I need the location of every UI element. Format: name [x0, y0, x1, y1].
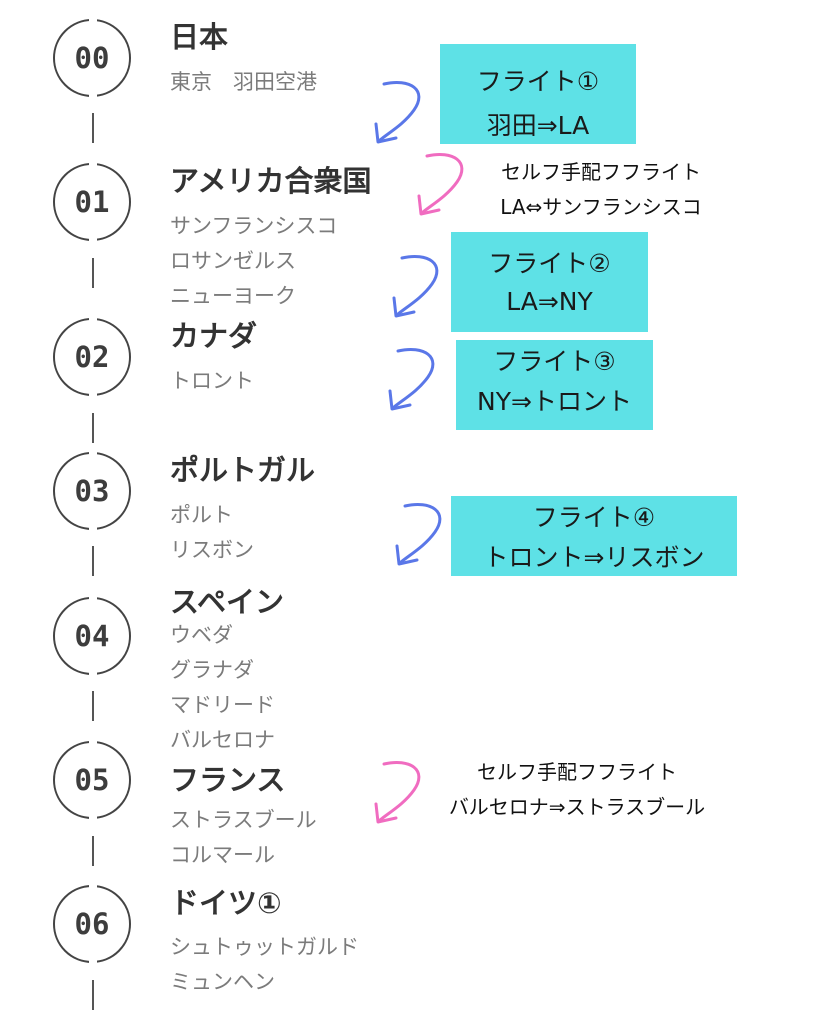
- self-flight-note: セルフ手配フフライト バルセロナ⇒ストラスブール: [418, 756, 736, 820]
- flight-route: 羽田⇒LA: [486, 111, 590, 140]
- flight-box: フライト④ トロント⇒リスボン: [451, 496, 737, 576]
- timeline-connector: [92, 691, 94, 721]
- country-name: スペイン: [170, 585, 284, 619]
- city-name: 東京 羽田空港: [170, 70, 317, 94]
- stop-number-badge: 04: [53, 596, 131, 676]
- timeline-connector: [92, 258, 94, 288]
- city-name: ポルト: [170, 503, 233, 527]
- timeline-connector: [92, 836, 94, 866]
- self-flight-route: LA⇔サンフランシスコ: [500, 195, 702, 219]
- flight-arrow-icon: [395, 503, 442, 566]
- flight-title: フライト④: [532, 503, 656, 532]
- city-name: シュトゥットガルド: [170, 935, 359, 959]
- country-name: カナダ: [170, 319, 258, 353]
- city-name: リスボン: [170, 538, 254, 562]
- stop-number-badge: 01: [53, 162, 131, 242]
- flight-arrow-icon: [388, 348, 435, 411]
- flight-box: フライト③ NY⇒トロント: [456, 340, 653, 430]
- flight-route: LA⇒NY: [506, 287, 593, 316]
- stop-number-badge: 03: [53, 451, 131, 531]
- city-name: ミュンヘン: [170, 970, 275, 994]
- timeline-connector: [92, 413, 94, 443]
- city-name: コルマール: [170, 843, 275, 867]
- city-name: グラナダ: [170, 658, 254, 682]
- country-name: フランス: [170, 763, 286, 797]
- stop-number-badge: 06: [53, 884, 131, 964]
- flight-title: フライト①: [476, 67, 600, 96]
- self-flight-route: バルセロナ⇒ストラスブール: [448, 795, 706, 819]
- city-name: ニューヨーク: [170, 284, 296, 308]
- timeline-connector: [92, 546, 94, 576]
- city-name: ストラスブール: [170, 808, 317, 832]
- city-name: ロサンゼルス: [170, 249, 296, 273]
- stop-number-badge: 05: [53, 740, 131, 820]
- city-name: ウベダ: [170, 623, 233, 647]
- stop-number-badge: 00: [53, 18, 131, 98]
- city-name: トロント: [170, 369, 254, 393]
- flight-title: フライト②: [488, 249, 611, 278]
- self-flight-arrow-icon: [417, 153, 464, 216]
- self-flight-title: セルフ手配フフライト: [501, 160, 701, 184]
- self-flight-note: セルフ手配フフライト LA⇔サンフランシスコ: [470, 156, 732, 220]
- country-name: 日本: [170, 20, 229, 54]
- flight-box: フライト② LA⇒NY: [451, 232, 648, 332]
- city-name: サンフランシスコ: [170, 214, 338, 238]
- flight-route: トロント⇒リスボン: [483, 543, 705, 572]
- country-name: ドイツ①: [170, 886, 282, 920]
- city-name: マドリード: [170, 693, 275, 717]
- flight-arrow-icon: [392, 255, 439, 318]
- city-name: バルセロナ: [170, 728, 275, 752]
- flight-title: フライト③: [493, 347, 616, 376]
- timeline-connector: [92, 113, 94, 143]
- flight-box: フライト① 羽田⇒LA: [440, 44, 636, 144]
- flight-arrow-icon: [374, 81, 421, 144]
- self-flight-arrow-icon: [374, 761, 421, 824]
- country-name: アメリカ合衆国: [170, 164, 372, 198]
- timeline-connector: [92, 980, 94, 1010]
- country-name: ポルトガル: [170, 453, 316, 487]
- self-flight-title: セルフ手配フフライト: [477, 760, 677, 784]
- flight-route: NY⇒トロント: [477, 387, 632, 416]
- stop-number-badge: 02: [53, 317, 131, 397]
